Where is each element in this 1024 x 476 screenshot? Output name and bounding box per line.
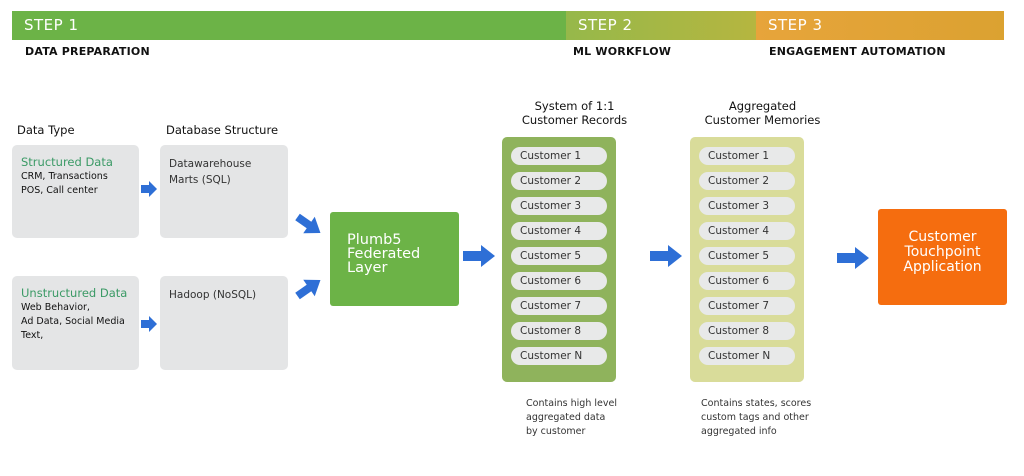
memories-caption-line1: Contains states, scores: [701, 398, 812, 409]
record-pill: Customer 4: [511, 222, 607, 240]
step-1-bar: STEP 1: [12, 11, 566, 40]
customer-records-panel: Customer 1 Customer 2 Customer 3 Custome…: [502, 137, 616, 382]
hadoop-label: Hadoop (NoSQL): [169, 289, 257, 301]
arrow-right-icon: [837, 247, 869, 269]
memory-pill: Customer 5: [699, 247, 795, 265]
hadoop-box: Hadoop (NoSQL): [160, 276, 288, 370]
step-3-label: STEP 3: [768, 16, 823, 34]
step-1-label: STEP 1: [24, 16, 79, 34]
unstructured-data-box: Unstructured Data Web Behavior, Ad Data,…: [12, 276, 139, 370]
step-3-bar: STEP 3: [756, 11, 1004, 40]
memory-pill: Customer 3: [699, 197, 795, 215]
arrow-down-right-icon: [295, 213, 321, 234]
memory-pill: Customer 8: [699, 322, 795, 340]
records-caption: Contains high level aggregated data by c…: [526, 397, 617, 439]
structured-data-desc-line2: POS, Call center: [21, 185, 98, 196]
memories-caption-line2: custom tags and other: [701, 412, 809, 423]
customer-memories-panel: Customer 1 Customer 2 Customer 3 Custome…: [690, 137, 804, 382]
record-pill: Customer 5: [511, 247, 607, 265]
system-records-header-line2: Customer Records: [521, 113, 628, 127]
system-records-header: System of 1:1 Customer Records: [502, 99, 647, 127]
datawarehouse-line2: Marts (SQL): [169, 174, 231, 186]
record-pill: Customer 7: [511, 297, 607, 315]
memory-pill: Customer 1: [699, 147, 795, 165]
datawarehouse-line1: Datawarehouse: [169, 158, 252, 170]
touchpoint-line1: Customer: [908, 229, 977, 245]
step-3-subtitle: ENGAGEMENT AUTOMATION: [769, 45, 946, 58]
records-caption-line1: Contains high level: [526, 398, 617, 409]
record-pill: Customer 6: [511, 272, 607, 290]
memory-pill: Customer 7: [699, 297, 795, 315]
unstructured-data-desc-line2: Ad Data, Social Media: [21, 316, 125, 327]
record-pill: Customer 8: [511, 322, 607, 340]
memory-pill: Customer N: [699, 347, 795, 365]
arrow-up-right-icon: [295, 279, 321, 300]
records-caption-line3: by customer: [526, 426, 586, 437]
unstructured-data-desc-line3: Text,: [21, 330, 44, 341]
aggregated-memories-header-line2: Customer Memories: [704, 113, 821, 127]
record-pill: Customer N: [511, 347, 607, 365]
memories-caption-line3: aggregated info: [701, 426, 777, 437]
step-2-label: STEP 2: [578, 16, 633, 34]
step-2-bar: STEP 2: [566, 11, 756, 40]
record-pill: Customer 1: [511, 147, 607, 165]
structured-data-box: Structured Data CRM, Transactions POS, C…: [12, 145, 139, 238]
touchpoint-line3: Application: [903, 259, 982, 275]
aggregated-memories-header: Aggregated Customer Memories: [690, 99, 835, 127]
record-pill: Customer 3: [511, 197, 607, 215]
federated-layer-line2: Federated: [347, 246, 421, 262]
arrow-right-icon: [650, 245, 682, 267]
structured-data-desc-line1: CRM, Transactions: [21, 171, 108, 182]
arrow-right-icon: [463, 245, 495, 267]
arrow-right-icon: [141, 181, 157, 197]
system-records-header-line1: System of 1:1: [534, 99, 615, 113]
record-pill: Customer 2: [511, 172, 607, 190]
touchpoint-application-box: Customer Touchpoint Application: [878, 209, 1007, 305]
memories-caption: Contains states, scores custom tags and …: [701, 397, 811, 439]
federated-layer-box: Plumb5 Federated Layer: [330, 212, 459, 306]
data-type-header: Data Type: [17, 123, 75, 137]
unstructured-data-title: Unstructured Data: [21, 286, 128, 300]
federated-layer-line3: Layer: [347, 260, 388, 276]
datawarehouse-box: Datawarehouse Marts (SQL): [160, 145, 288, 238]
structured-data-title: Structured Data: [21, 155, 113, 169]
touchpoint-line2: Touchpoint: [904, 244, 981, 260]
aggregated-memories-header-line1: Aggregated: [728, 99, 797, 113]
step-1-subtitle: DATA PREPARATION: [25, 45, 150, 58]
federated-layer-line1: Plumb5: [347, 232, 402, 248]
database-structure-header: Database Structure: [166, 123, 279, 137]
memory-pill: Customer 2: [699, 172, 795, 190]
unstructured-data-desc-line1: Web Behavior,: [21, 302, 90, 313]
memory-pill: Customer 6: [699, 272, 795, 290]
step-2-subtitle: ML WORKFLOW: [573, 45, 672, 58]
arrow-right-icon: [141, 316, 157, 332]
records-caption-line2: aggregated data: [526, 412, 606, 423]
memory-pill: Customer 4: [699, 222, 795, 240]
